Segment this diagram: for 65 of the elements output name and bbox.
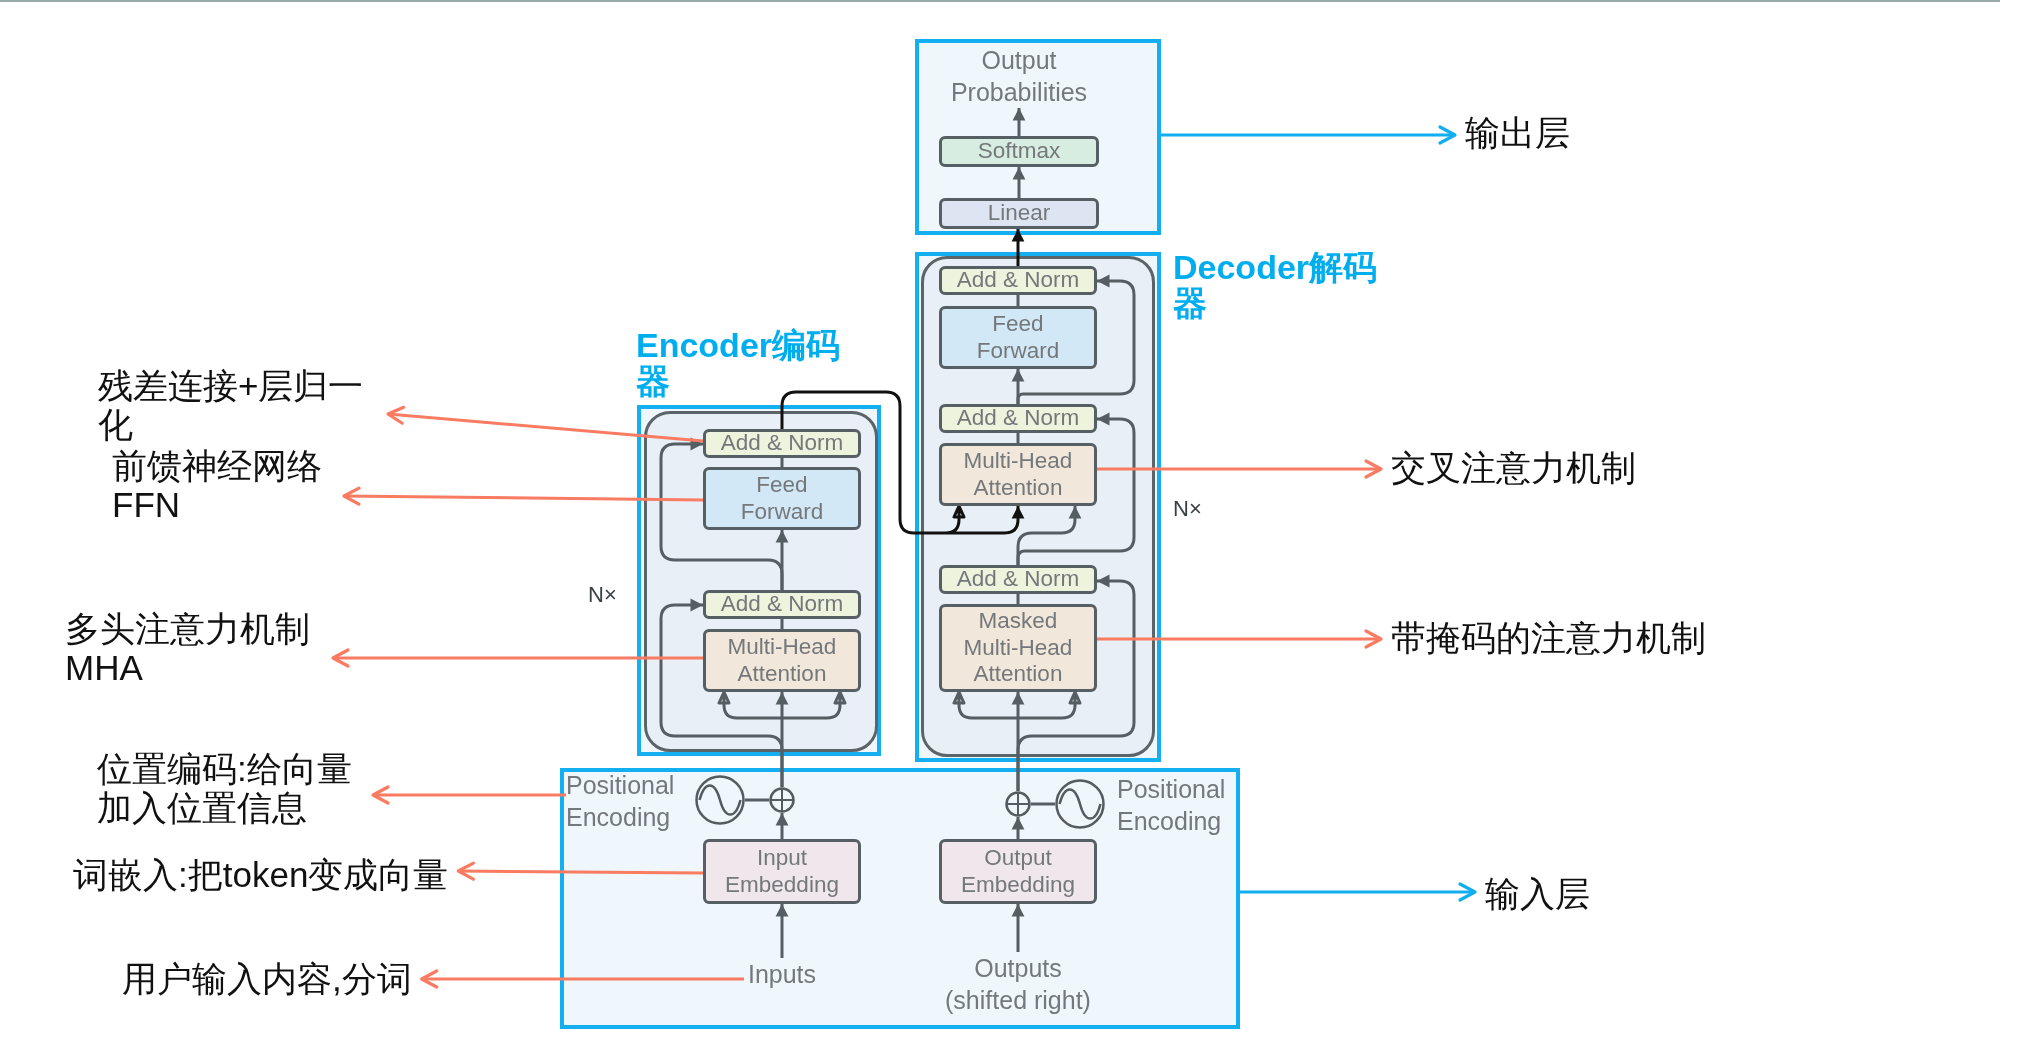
callout-text: 输出层 [1465, 114, 1570, 153]
input-label: Inputs [744, 958, 820, 990]
arrow [1016, 274, 1136, 404]
arrow [659, 598, 784, 787]
callout-text: 输入层 [1485, 875, 1590, 914]
connector-line [780, 619, 784, 629]
arrow [1011, 817, 1025, 839]
layer-frame [560, 768, 1240, 1029]
embedding-block: Input Embedding [703, 839, 861, 904]
arrow [1012, 167, 1026, 198]
arrow [1240, 882, 1477, 902]
attention-block: Masked Multi-Head Attention [939, 604, 1097, 692]
repeat-label: N× [1173, 496, 1202, 522]
add-norm-block: Add & Norm [703, 429, 861, 458]
encoding-label: Positional Encoding [1117, 774, 1227, 837]
callout-text: 用户输入内容,分词 [122, 960, 412, 999]
frame-heading: Decoder解码器 [1173, 250, 1379, 322]
connector-line [780, 458, 784, 467]
arrow [1012, 108, 1026, 136]
callout-text: 前馈神经网络 FFN [112, 447, 334, 524]
arrow [386, 405, 704, 443]
arrow [1097, 629, 1383, 649]
arrow [1097, 459, 1383, 479]
connector-line [1031, 802, 1055, 806]
attention-block: Multi-Head Attention [703, 629, 861, 692]
arrow [420, 969, 744, 989]
arrow [331, 648, 703, 668]
arrow [1016, 574, 1136, 791]
softmax-block: Softmax [939, 136, 1099, 167]
connector-line [1016, 295, 1020, 306]
repeat-label: N× [588, 582, 617, 608]
callout-text: 带掩码的注意力机制 [1391, 619, 1706, 658]
feed-forward-block: Feed Forward [939, 306, 1097, 369]
connector-line [1016, 433, 1020, 443]
arrow [1011, 904, 1025, 952]
frame-heading: Encoder编码器 [636, 328, 842, 400]
arrow [775, 904, 789, 958]
arrow [775, 813, 789, 839]
arrow [659, 437, 784, 590]
arrow [456, 861, 703, 881]
arrow [1161, 125, 1457, 145]
connector-line [1016, 594, 1020, 604]
callout-text: 位置编码:给向量加入位置信息 [97, 750, 363, 827]
add-norm-block: Add & Norm [939, 565, 1097, 594]
add-norm-block: Add & Norm [939, 404, 1097, 433]
add-norm-block: Add & Norm [703, 590, 861, 619]
encoding-label: Positional Encoding [566, 769, 684, 833]
attention-block: Multi-Head Attention [939, 443, 1097, 506]
arrow [1016, 412, 1136, 565]
arrow [371, 785, 566, 805]
arrow [342, 486, 703, 506]
callout-text: 多头注意力机制 MHA [65, 610, 323, 687]
feed-forward-block: Feed Forward [703, 467, 861, 530]
connector-line [745, 798, 769, 802]
arrow [780, 390, 1025, 535]
output-label: Outputs (shifted right) [930, 952, 1106, 1016]
callout-text: 词嵌入:把token变成向量 [73, 856, 449, 895]
add-norm-block: Add & Norm [939, 266, 1097, 295]
output-label: Output Probabilities [944, 44, 1094, 108]
embedding-block: Output Embedding [939, 839, 1097, 904]
arrow [1011, 229, 1025, 266]
linear-block: Linear [939, 198, 1099, 229]
callout-text: 交叉注意力机制 [1391, 449, 1636, 488]
callout-text: 残差连接+层归一化 [98, 367, 378, 444]
layer-frame [915, 39, 1161, 235]
